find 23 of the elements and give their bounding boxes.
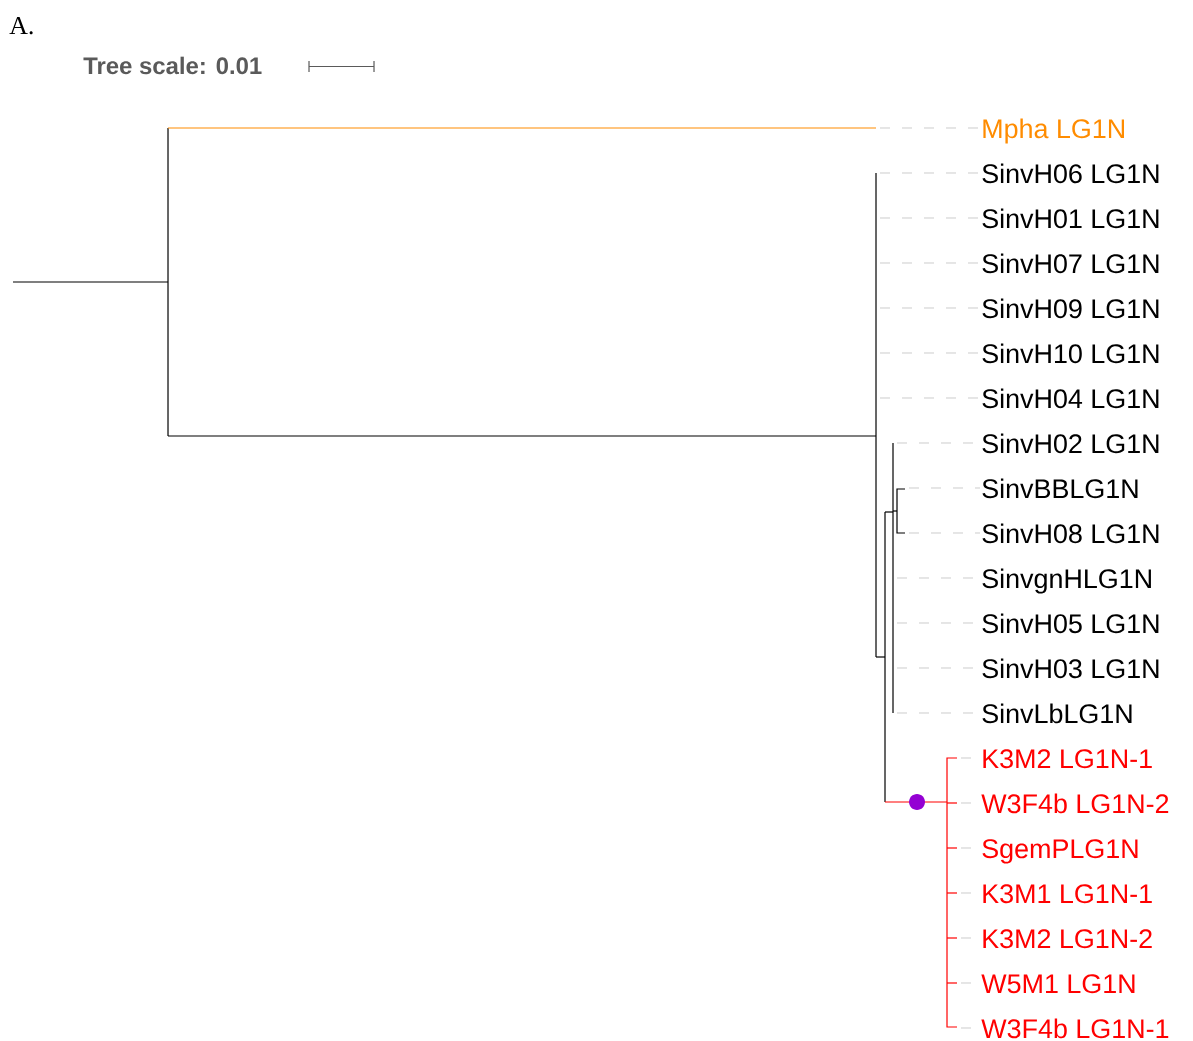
tip-label: SinvH10 LG1N	[982, 343, 1159, 364]
tip-label: Mpha LG1N	[983, 118, 1124, 144]
tip-label: SinvH03 LG1N	[982, 658, 1159, 679]
scale-label: Tree scale: 0.01	[83, 56, 262, 75]
tip-label: K3M2 LG1N-1	[983, 749, 1152, 769]
tip-label: SinvH06 LG1N	[982, 163, 1159, 184]
tip-label: SinvH04 LG1N	[982, 388, 1159, 409]
tip-label: SinvH08 LG1N	[982, 523, 1159, 544]
tip-label: SinvH05 LG1N	[982, 613, 1159, 634]
tip-label: SinvBBLG1N	[982, 478, 1138, 499]
tip-label: SinvLbLG1N	[982, 703, 1132, 724]
tip-label: W3F4b LG1N-1	[981, 1018, 1169, 1039]
tip-label: SinvH09 LG1N	[982, 298, 1159, 319]
tip-label: SinvH01 LG1N	[982, 208, 1159, 229]
tip-label: SinvH07 LG1N	[982, 253, 1159, 274]
tip-label: SinvgnHLG1N	[982, 568, 1151, 594]
tip-label: K3M2 LG1N-2	[983, 929, 1152, 949]
tip-label: W5M1 LG1N	[981, 974, 1135, 994]
tip-label: SgemPLG1N	[982, 839, 1138, 864]
tip-label: K3M1 LG1N-1	[983, 884, 1152, 904]
panel-letter: A.	[9, 16, 33, 35]
tip-label: SinvH02 LG1N	[982, 433, 1159, 454]
tip-label: W3F4b LG1N-2	[981, 793, 1169, 814]
